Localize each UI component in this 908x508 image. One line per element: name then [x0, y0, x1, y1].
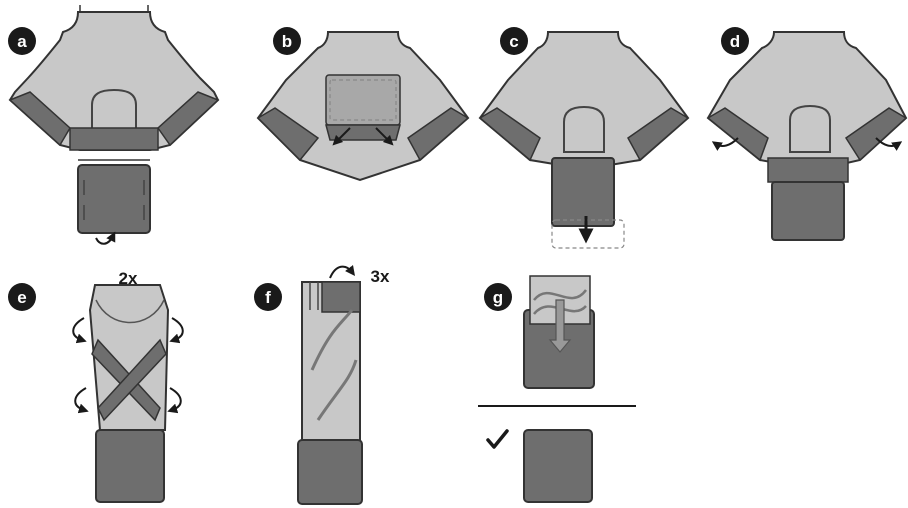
step-f-illustration: [297, 264, 363, 505]
checkmark-icon: [486, 429, 509, 449]
step-c-badge: c: [500, 27, 528, 55]
repeat-count-e: 2x: [119, 269, 138, 288]
step-d-illustration: [706, 31, 908, 241]
arrow-curved-icon: [329, 264, 356, 279]
step-f-label: f: [265, 288, 271, 307]
step-f-badge: f: [254, 283, 282, 311]
repeat-count-f: 3x: [371, 267, 390, 286]
step-d-badge: d: [721, 27, 749, 55]
step-e-badge: e: [8, 283, 36, 311]
step-a-badge: a: [8, 27, 36, 55]
step-b-label: b: [282, 32, 292, 51]
arrow-curved-icon: [169, 317, 184, 344]
step-c-label: c: [509, 32, 518, 51]
arrow-curved-icon: [167, 387, 182, 414]
step-e-illustration: [72, 284, 184, 503]
step-a-illustration: [8, 5, 220, 245]
arrow-curved-icon: [375, 127, 394, 146]
step-g-label: g: [493, 288, 503, 307]
step-c-illustration: [478, 31, 690, 249]
step-g-badge: g: [484, 283, 512, 311]
step-g-illustration: [523, 275, 595, 389]
arrow-curved-icon: [711, 137, 739, 151]
step-d-label: d: [730, 32, 740, 51]
arrow-down-icon: [548, 299, 572, 353]
arrow-curved-icon: [875, 137, 903, 151]
arrow-curved-icon: [72, 317, 87, 344]
step-a-label: a: [17, 32, 27, 51]
step-b-illustration: [256, 31, 470, 182]
arrow-curved-icon: [332, 127, 351, 146]
arrow-curved-icon: [95, 231, 116, 245]
step-b-badge: b: [273, 27, 301, 55]
final-folded-result: [523, 429, 593, 503]
arrow-curved-icon: [74, 387, 89, 414]
step-e-label: e: [17, 288, 26, 307]
